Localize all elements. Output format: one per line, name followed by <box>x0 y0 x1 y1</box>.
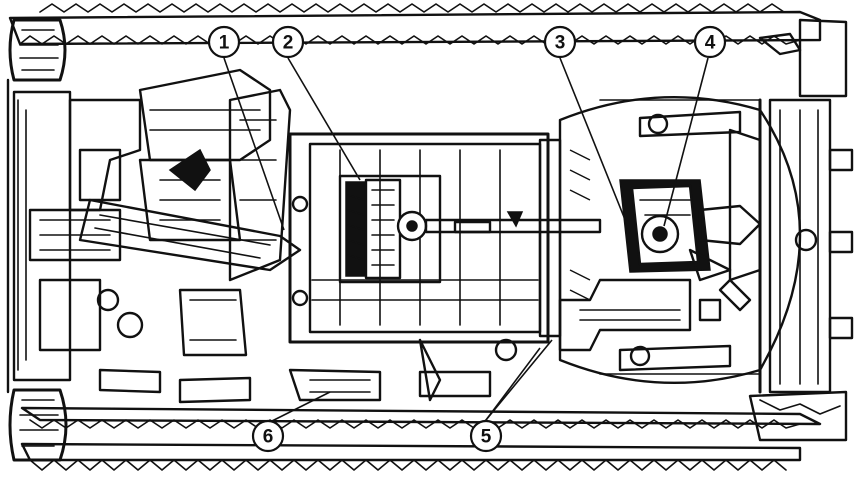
leader-lines <box>223 57 709 423</box>
callout-4: 4 <box>693 25 727 59</box>
callout-6-label: 6 <box>263 427 274 448</box>
callout-5-label: 5 <box>481 427 492 448</box>
top-track <box>8 3 848 98</box>
leader-4 <box>663 57 709 227</box>
leader-2 <box>287 57 361 181</box>
leader-3 <box>559 57 631 233</box>
callout-1-label: 1 <box>219 33 230 54</box>
radiator-fan-assembly <box>288 132 602 402</box>
callout-3: 3 <box>543 25 577 59</box>
callout-6: 6 <box>251 419 285 453</box>
left-machinery <box>28 68 492 404</box>
callout-1: 1 <box>207 25 241 59</box>
right-center-component <box>619 179 762 282</box>
right-compartment <box>558 96 854 394</box>
callout-2-label: 2 <box>283 33 294 54</box>
callout-2: 2 <box>271 25 305 59</box>
left-sprockets <box>6 18 72 462</box>
bottom-track <box>20 390 848 471</box>
callout-5: 5 <box>469 419 503 453</box>
leader-1 <box>223 57 285 231</box>
leader-5b <box>485 339 553 421</box>
callout-3-label: 3 <box>555 33 566 54</box>
leader-6 <box>269 391 331 423</box>
right-hatching <box>569 149 591 301</box>
callout-4-label: 4 <box>705 33 716 54</box>
